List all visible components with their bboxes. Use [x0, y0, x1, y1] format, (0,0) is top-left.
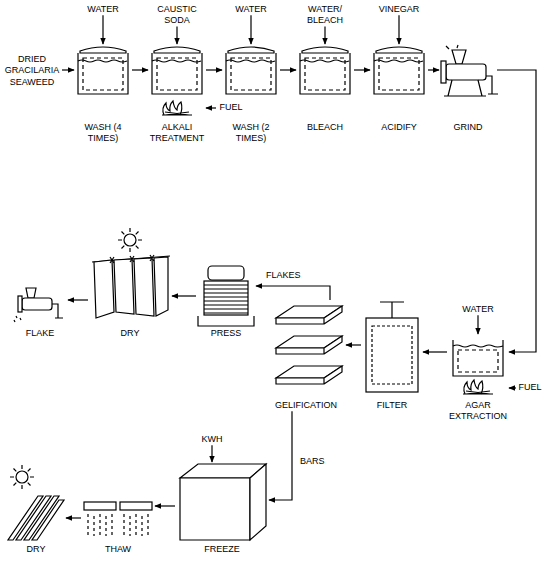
wash-tank: [78, 47, 128, 94]
step-label: WASH (4 TIMES): [74, 122, 132, 145]
input-text: WATER: [221, 4, 281, 15]
freezer-symbol: [180, 464, 266, 540]
flow-arrow: [280, 69, 296, 70]
press-symbol: [198, 266, 254, 326]
flow-arrow: [256, 286, 330, 300]
input-text: VINEGAR: [369, 4, 429, 15]
input-label: VINEGAR: [369, 4, 429, 15]
process-step: AGAR EXTRACTION: [447, 334, 509, 423]
step-label: DRY: [88, 328, 172, 339]
edge-label: BARS: [298, 456, 327, 467]
process-step: PRESS: [196, 262, 256, 339]
input-label: KWH: [192, 434, 232, 445]
input-label: WATER: [73, 4, 133, 15]
step-label: BLEACH: [296, 122, 354, 133]
flow-arrow: [211, 445, 212, 462]
process-step: ALKALI TREATMENT: [148, 44, 206, 145]
step-label: THAW: [81, 544, 155, 555]
step-label: WASH (2 TIMES): [222, 122, 280, 145]
grinder-symbol: [14, 288, 63, 322]
process-step: FREEZE: [175, 462, 269, 555]
fire-symbol: [162, 101, 192, 115]
flow-arrow: [176, 27, 177, 45]
fire-symbol: [463, 380, 493, 394]
wash-tank: [226, 47, 276, 94]
input-label: WATER: [456, 304, 500, 315]
flow-arrow: [269, 411, 292, 500]
flow-arrow: [346, 344, 361, 345]
input-text: KWH: [192, 434, 232, 445]
acidify-tank: [374, 47, 424, 94]
process-step: ACIDIFY: [370, 44, 428, 133]
alkali-tank: [152, 47, 202, 94]
edge-label: FLAKES: [264, 270, 303, 281]
tray-symbol: [276, 306, 342, 384]
input-label: DRIED GRACILARIA SEAWEED: [2, 54, 62, 88]
drying-rack: [92, 255, 170, 318]
input-text: WATER: [73, 4, 133, 15]
process-step: GRIND: [439, 44, 497, 133]
flow-arrow: [62, 69, 74, 70]
process-step: FILTER: [361, 300, 423, 411]
input-text: WATER: [456, 304, 500, 315]
process-step: GELIFICATION: [266, 300, 346, 411]
flow-arrow: [66, 517, 81, 518]
bleach-tank: [300, 47, 350, 94]
flow-arrow: [132, 69, 148, 70]
flow-arrow: [155, 505, 175, 506]
sun-symbol: [10, 465, 34, 489]
input-text: FUEL: [216, 102, 246, 113]
flow-arrow: [354, 69, 370, 70]
extraction-tank: [453, 340, 503, 376]
step-label: ACIDIFY: [370, 122, 428, 133]
flow-arrow: [172, 295, 196, 296]
step-label: DRY: [6, 544, 66, 555]
flow-arrow: [477, 315, 478, 334]
flow-arrow: [206, 69, 222, 70]
flow-arrow: [324, 27, 325, 45]
flow-arrow: [250, 15, 251, 44]
flow-arrow: [497, 70, 536, 352]
process-step: BLEACH: [296, 44, 354, 133]
step-label: GELIFICATION: [266, 400, 346, 411]
flow-arrow: [509, 387, 516, 388]
process-step: WASH (2 TIMES): [222, 44, 280, 145]
input-label: WATER: [221, 4, 281, 15]
input-label: CAUSTIC SODA: [147, 4, 207, 27]
flow-arrow: [398, 15, 399, 44]
flow-arrow: [68, 299, 88, 300]
process-step: WASH (4 TIMES): [74, 44, 132, 145]
flow-arrow: [102, 15, 103, 44]
filter-symbol: [366, 302, 418, 392]
input-text: FUEL: [516, 382, 544, 393]
sun-symbol: [118, 228, 142, 252]
step-label: FREEZE: [175, 544, 269, 555]
input-label: FUEL: [216, 102, 246, 113]
input-text: CAUSTIC SODA: [147, 4, 207, 27]
drying-bars: [8, 496, 64, 540]
step-label: AGAR EXTRACTION: [447, 400, 509, 423]
input-text: DRIED GRACILARIA SEAWEED: [2, 54, 62, 88]
step-label: PRESS: [196, 328, 256, 339]
process-step: DRY: [6, 462, 66, 555]
step-label: GRIND: [439, 122, 497, 133]
process-step: FLAKE: [12, 282, 68, 339]
flow-arrow: [206, 107, 216, 108]
step-label: FLAKE: [12, 328, 68, 339]
flow-arrow: [428, 69, 439, 70]
process-step: DRY: [88, 226, 172, 339]
process-step: THAW: [81, 490, 155, 555]
input-label: WATER/ BLEACH: [295, 4, 355, 27]
input-text: WATER/ BLEACH: [295, 4, 355, 27]
grinder-symbol: [441, 45, 498, 96]
thaw-bars: [84, 502, 152, 538]
flow-arrow: [423, 351, 447, 352]
step-label: FILTER: [361, 400, 423, 411]
step-label: ALKALI TREATMENT: [148, 122, 206, 145]
input-label: FUEL: [516, 382, 544, 393]
